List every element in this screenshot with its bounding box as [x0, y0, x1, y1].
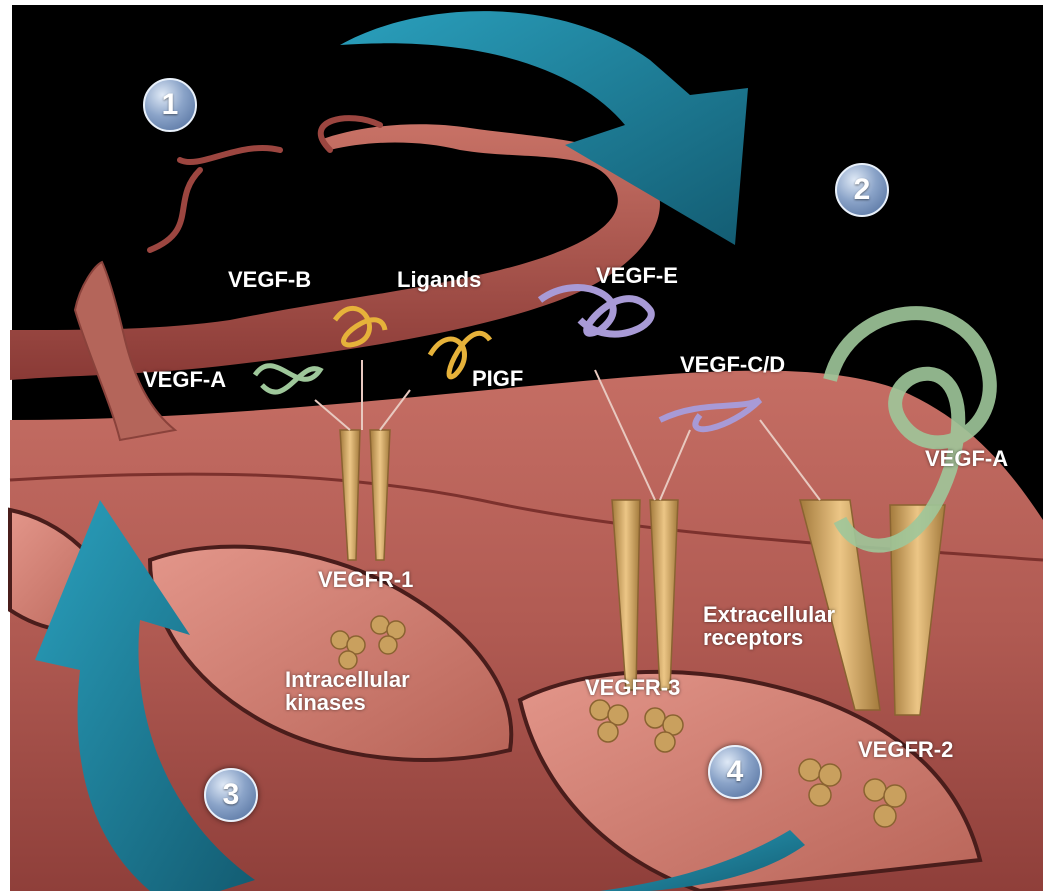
kinase [819, 764, 841, 786]
label-vegf-a-left: VEGF-A [143, 368, 226, 391]
label-extracellular-receptors: Extracellular receptors [703, 603, 835, 649]
step-badge-2: 2 [835, 163, 889, 217]
label-pigf: PIGF [472, 367, 523, 390]
label-vegf-b: VEGF-B [228, 268, 311, 291]
kinase [590, 700, 610, 720]
label-vegfr-1: VEGFR-1 [318, 568, 413, 591]
kinase [645, 708, 665, 728]
kinase [799, 759, 821, 781]
kinase [655, 732, 675, 752]
kinase [874, 805, 896, 827]
label-vegf-cd: VEGF-C/D [680, 353, 785, 376]
step-badge-1: 1 [143, 78, 197, 132]
label-ligands: Ligands [397, 268, 481, 291]
label-vegfr-3: VEGFR-3 [585, 676, 680, 699]
kinase [598, 722, 618, 742]
label-vegf-e: VEGF-E [596, 264, 678, 287]
kinase [864, 779, 886, 801]
label-intracellular-kinases: Intracellular kinases [285, 668, 410, 714]
kinase [809, 784, 831, 806]
kinase [371, 616, 389, 634]
kinase [331, 631, 349, 649]
step-badge-3: 3 [204, 768, 258, 822]
label-vegfr-2: VEGFR-2 [858, 738, 953, 761]
step-badge-4: 4 [708, 745, 762, 799]
kinase [884, 785, 906, 807]
kinase [379, 636, 397, 654]
label-vegf-a-right: VEGF-A [925, 447, 1008, 470]
